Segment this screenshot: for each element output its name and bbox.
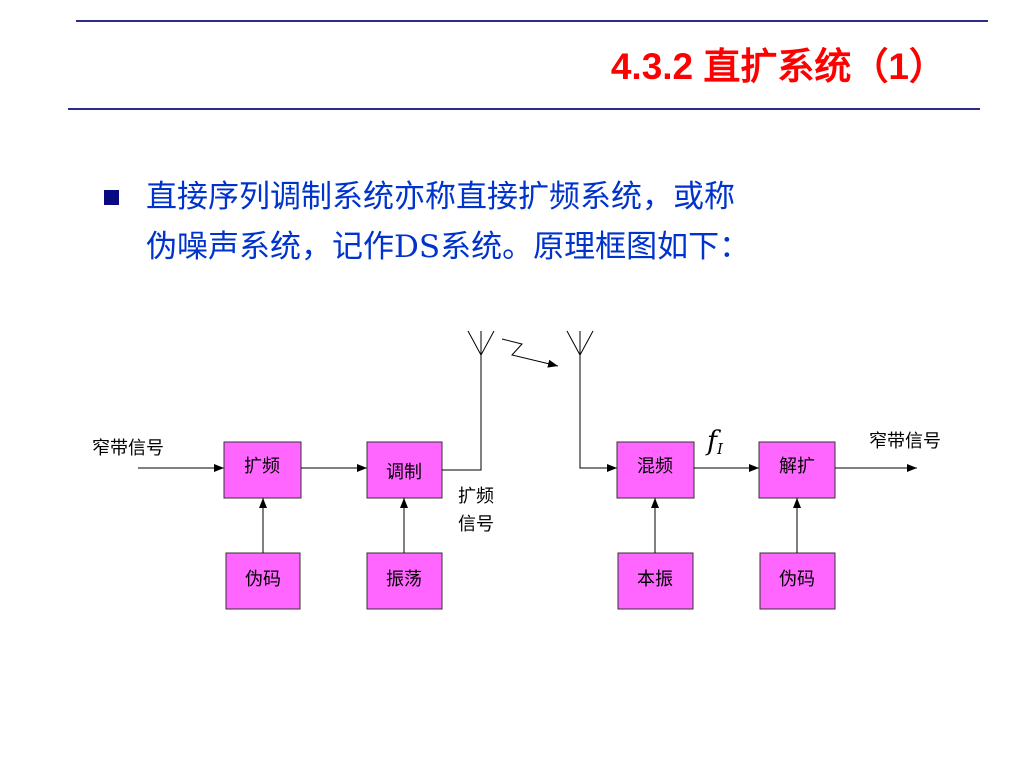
- spread-box-label: 扩频: [244, 456, 280, 477]
- slide-title: 4.3.2 直扩系统（1）: [610, 46, 946, 87]
- if-freq-label: fI: [705, 426, 724, 458]
- local-osc-label: 本振: [637, 569, 673, 590]
- bullet-paragraph: 直接序列调制系统亦称直接扩频系统，或称 伪噪声系统，记作DS系统。原理框图如下：: [146, 172, 936, 272]
- top-rule: [76, 20, 988, 22]
- oscillator-box: [366, 552, 443, 610]
- tx-antenna-icon: [467, 330, 495, 356]
- bullet-square-icon: [104, 190, 119, 205]
- local-osc-box: [617, 552, 694, 610]
- despread-box-label: 解扩: [779, 456, 815, 477]
- tx-feed-line: [442, 355, 482, 471]
- despread-box: [758, 441, 836, 499]
- pn-code-tx-box: [225, 552, 301, 610]
- title-underline: [68, 108, 980, 110]
- bullet-line-2: 伪噪声系统，记作DS系统。原理框图如下：: [146, 229, 751, 265]
- rx-antenna-icon: [566, 330, 594, 356]
- spread-signal-label-1: 扩频: [458, 486, 494, 507]
- input-label: 窄带信号: [92, 438, 164, 459]
- pn-code-tx-label: 伪码: [245, 569, 281, 590]
- bullet-line-1: 直接序列调制系统亦称直接扩频系统，或称: [146, 179, 735, 215]
- oscillator-label: 振荡: [386, 569, 422, 590]
- output-label: 窄带信号: [869, 431, 941, 452]
- spread-signal-label-2: 信号: [458, 514, 494, 535]
- mixer-box-label: 混频: [637, 456, 673, 477]
- pn-code-rx-label: 伪码: [779, 569, 815, 590]
- modulate-box-label: 调制: [386, 462, 422, 483]
- spread-box: [223, 441, 302, 499]
- wireless-link-icon: [501, 338, 559, 368]
- rx-feed-line: [579, 355, 617, 472]
- pn-code-rx-box: [759, 552, 836, 610]
